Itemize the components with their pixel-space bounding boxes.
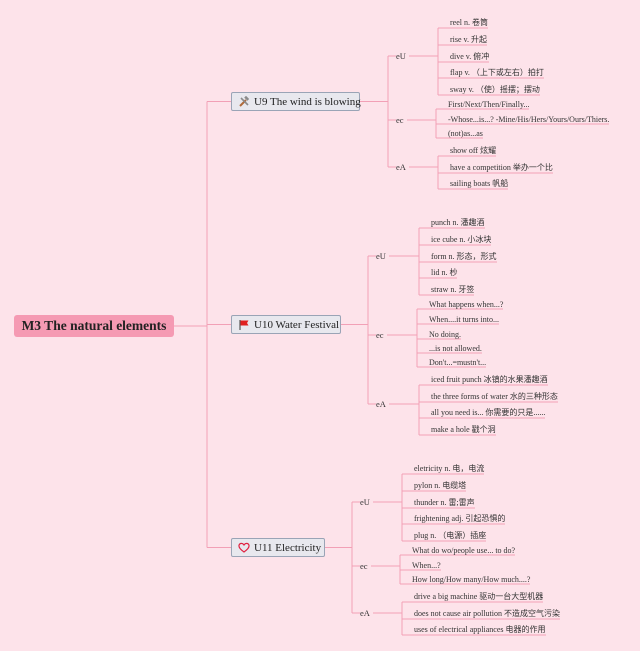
unit-u9-label: U9 The wind is blowing: [254, 95, 361, 108]
leaf-u11-eu-5[interactable]: plug n. （电源）插座: [414, 531, 487, 540]
unit-u9-topic[interactable]: U9 The wind is blowing: [231, 92, 361, 111]
category-u11-ec[interactable]: ec: [360, 561, 368, 571]
heart-icon: [238, 542, 250, 553]
leaf-u9-eu-3[interactable]: dive v. 俯冲: [450, 52, 490, 61]
leaf-u9-ea-1[interactable]: show off 炫耀: [450, 146, 497, 155]
leaf-u9-ec-1[interactable]: First/Next/Then/Finally...: [448, 100, 530, 109]
leaf-u10-eu-1[interactable]: punch n. 潘趣酒: [431, 218, 485, 227]
leaf-u9-eu-1[interactable]: reel n. 卷筒: [450, 18, 488, 27]
leaf-u10-ea-1[interactable]: iced fruit punch 冰镇的水果潘趣酒: [431, 375, 548, 384]
leaf-u11-ec-3[interactable]: How long/How many/How much....?: [412, 575, 531, 584]
category-u10-ea[interactable]: eA: [376, 399, 386, 409]
leaf-u10-eu-4[interactable]: lid n. 杪: [431, 268, 458, 277]
leaf-u10-eu-5[interactable]: straw n. 牙签: [431, 285, 475, 294]
leaf-u9-eu-2[interactable]: rise v. 升起: [450, 35, 488, 44]
leaf-u11-ec-1[interactable]: What do wo/people use... to do?: [412, 546, 516, 555]
leaf-u11-ea-2[interactable]: does not cause air pollution 不造成空气污染: [414, 609, 560, 618]
leaf-u11-ea-1[interactable]: drive a big machine 驱动一台大型机器: [414, 592, 544, 601]
leaf-u9-ea-3[interactable]: sailing boats 帆船: [450, 179, 509, 188]
leaf-u11-eu-4[interactable]: frightening adj. 引起恐惧的: [414, 514, 506, 523]
leaf-u10-ea-4[interactable]: make a hole 戳个洞: [431, 425, 496, 434]
leaf-u11-eu-1[interactable]: eletricity n. 电，电流: [414, 464, 485, 473]
leaf-u10-eu-2[interactable]: ice cube n. 小冰块: [431, 235, 492, 244]
category-u10-ec[interactable]: ec: [376, 330, 384, 340]
category-u10-eu[interactable]: eU: [376, 251, 386, 261]
leaf-u9-eu-5[interactable]: sway v. （使）摇摆；摆动: [450, 85, 540, 94]
leaf-u11-eu-2[interactable]: pylon n. 电缆塔: [414, 481, 467, 490]
leaf-u10-ea-2[interactable]: the three forms of water 水的三种形态: [431, 392, 558, 401]
leaf-u10-ec-5[interactable]: Don't...=mustn't...: [429, 358, 487, 367]
leaf-u9-ec-2[interactable]: -Whose...is...? -Mine/His/Hers/Yours/Our…: [448, 115, 610, 124]
leaf-u9-ec-3[interactable]: (not)as...as: [448, 129, 483, 138]
red-flag-icon: [239, 319, 249, 330]
leaf-u9-eu-4[interactable]: flap v. （上下或左右）拍打: [450, 68, 544, 77]
tools-icon: [239, 95, 250, 107]
root-topic[interactable]: M3 The natural elements: [14, 315, 174, 337]
category-u11-eu[interactable]: eU: [360, 497, 370, 507]
category-u9-ec[interactable]: ec: [396, 115, 404, 125]
category-u9-ea[interactable]: eA: [396, 162, 406, 172]
leaf-u10-ec-3[interactable]: No doing.: [429, 330, 461, 339]
leaf-u9-ea-2[interactable]: have a competition 举办一个比: [450, 163, 553, 172]
category-u9-eu[interactable]: eU: [396, 51, 406, 61]
leaf-u11-ec-2[interactable]: When...?: [412, 561, 441, 570]
leaf-u10-ea-3[interactable]: all you need is... 你需要的只是......: [431, 408, 546, 417]
leaf-u10-ec-4[interactable]: ...is not allowed.: [429, 344, 482, 353]
category-u11-ea[interactable]: eA: [360, 608, 370, 618]
leaf-u11-ea-3[interactable]: uses of electrical appliances 电器的作用: [414, 625, 546, 634]
leaf-u10-ec-2[interactable]: When....it turns into...: [429, 315, 499, 324]
unit-u10-label: U10 Water Festival: [254, 318, 340, 331]
unit-u11-topic[interactable]: U11 Electricity: [231, 538, 325, 557]
unit-u11-label: U11 Electricity: [254, 541, 322, 554]
leaf-u11-eu-3[interactable]: thunder n. 雷;雷声: [414, 498, 475, 507]
leaf-u10-eu-3[interactable]: form n. 形态，形式: [431, 252, 497, 261]
unit-u10-topic[interactable]: U10 Water Festival: [231, 315, 341, 334]
leaf-u10-ec-1[interactable]: What happens when...?: [429, 300, 504, 309]
